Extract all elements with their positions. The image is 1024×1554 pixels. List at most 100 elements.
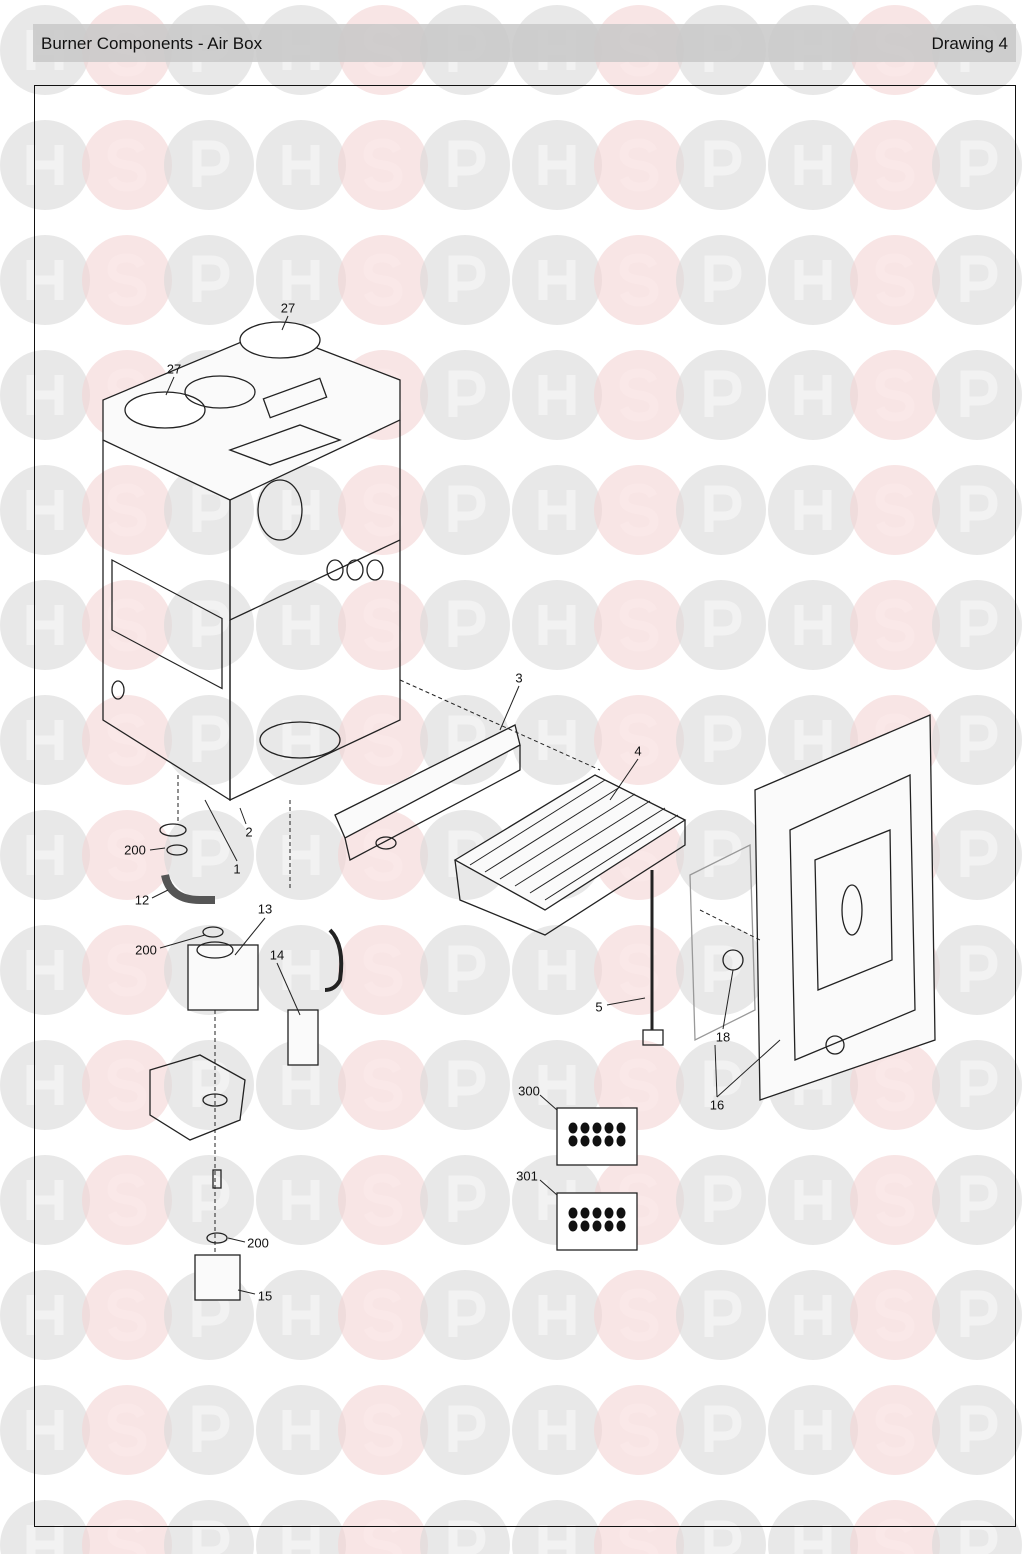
watermark-circle [420, 235, 510, 325]
watermark-letter-shape [26, 1525, 64, 1554]
watermark-letter-shape [619, 713, 659, 767]
watermark-letter-shape [363, 1403, 403, 1457]
watermark-letter-shape [875, 598, 915, 652]
watermark-letter-shape [107, 1173, 147, 1227]
watermark-letter-shape [960, 370, 998, 417]
watermark-letter-shape [794, 375, 832, 415]
watermark-circle [256, 1500, 346, 1554]
burner-manifold [334, 724, 521, 861]
watermark-letter-shape [107, 253, 147, 307]
watermark-circle [676, 120, 766, 210]
watermark-circle [932, 925, 1022, 1015]
watermark-letter-shape [448, 1520, 486, 1554]
watermark-letter-shape [107, 1058, 147, 1112]
watermark-letter-shape [619, 1288, 659, 1342]
watermark-letter-shape [363, 1518, 403, 1554]
watermark-letter-shape [538, 1525, 576, 1554]
watermark-letter-shape [363, 1058, 403, 1112]
watermark-letter-shape [282, 260, 320, 300]
callout-18: 18 [715, 1029, 731, 1045]
watermark-letter-shape [192, 255, 230, 302]
watermark-letter-shape [704, 600, 742, 647]
electrode [642, 870, 664, 1046]
watermark-circle [676, 1385, 766, 1475]
watermark-letter-shape [960, 485, 998, 532]
watermark-letter-shape [107, 1403, 147, 1457]
watermark-letter-shape [794, 1525, 832, 1554]
watermark-letter-shape [107, 713, 147, 767]
watermark-letter-shape [107, 1518, 147, 1554]
watermark-letter-shape [875, 1403, 915, 1457]
watermark-letter-shape [704, 485, 742, 532]
watermark-circle [676, 350, 766, 440]
injector-icon [580, 1135, 590, 1147]
watermark-letter-shape [448, 715, 486, 762]
watermark-letter-shape [282, 605, 320, 645]
watermark-letter-shape [282, 1295, 320, 1335]
watermark-circle [164, 1040, 254, 1130]
callout-1: 1 [233, 861, 241, 877]
watermark-letter-shape [704, 1405, 742, 1452]
callout-27: 27 [280, 300, 296, 316]
watermark-letter-shape [282, 490, 320, 530]
watermark-letter-shape [619, 483, 659, 537]
injector-icon [592, 1135, 602, 1147]
watermark-letter-shape [107, 598, 147, 652]
watermark-letter-shape [960, 140, 998, 187]
callout-301: 301 [516, 1168, 538, 1184]
watermark-letter-shape [619, 1518, 659, 1554]
watermark-letter-shape [282, 1525, 320, 1554]
watermark-circle [932, 465, 1022, 555]
watermark-letter-shape [448, 370, 486, 417]
watermark-letter-shape [619, 1403, 659, 1457]
watermark-letter-shape [875, 1518, 915, 1554]
watermark-circle [420, 350, 510, 440]
watermark-letter-shape [704, 945, 742, 992]
watermark-letter-shape [794, 1410, 832, 1450]
watermark-letter-shape [704, 830, 742, 877]
watermark-letter-shape [26, 605, 64, 645]
injector-icon [604, 1135, 614, 1147]
watermark-circle [676, 695, 766, 785]
drawing-header: Burner Components - Air Box Drawing 4 [33, 24, 1016, 62]
watermark-letter-shape [875, 368, 915, 422]
watermark-letter-shape [960, 255, 998, 302]
watermark-letter-shape [619, 253, 659, 307]
watermark-letter-shape [192, 600, 230, 647]
injector-icon [592, 1220, 602, 1232]
injector-icon [568, 1220, 578, 1232]
watermark-letter-shape [794, 720, 832, 760]
watermark-circle [420, 580, 510, 670]
watermark-letter-shape [875, 483, 915, 537]
injector-icon [604, 1122, 614, 1134]
callout-12: 12 [134, 892, 150, 908]
watermark-letter-shape [619, 1173, 659, 1227]
injector-icon [616, 1122, 626, 1134]
watermark-letter-shape [704, 370, 742, 417]
watermark-letter-shape [282, 1410, 320, 1450]
injector-icon [616, 1220, 626, 1232]
watermark-circle [932, 810, 1022, 900]
watermark-letter-shape [960, 1060, 998, 1107]
watermark-letter-shape [538, 375, 576, 415]
watermark-letter-shape [107, 1288, 147, 1342]
injector-icon [616, 1135, 626, 1147]
watermark-circle [0, 1500, 90, 1554]
watermark-letter-shape [794, 260, 832, 300]
watermark-circle [676, 465, 766, 555]
watermark-letter-shape [363, 598, 403, 652]
watermark-letter-shape [875, 1288, 915, 1342]
injector-icon [592, 1207, 602, 1219]
watermark-letter-shape [619, 943, 659, 997]
watermark-letter-shape [363, 713, 403, 767]
watermark-letter-shape [448, 600, 486, 647]
injector-icon [616, 1207, 626, 1219]
watermark-circle [932, 1270, 1022, 1360]
callout-200: 200 [135, 942, 157, 958]
watermark-letter-shape [538, 605, 576, 645]
watermark-letter-shape [619, 1058, 659, 1112]
watermark-letter-shape [794, 490, 832, 530]
watermark-circle [932, 120, 1022, 210]
watermark-circle [420, 925, 510, 1015]
